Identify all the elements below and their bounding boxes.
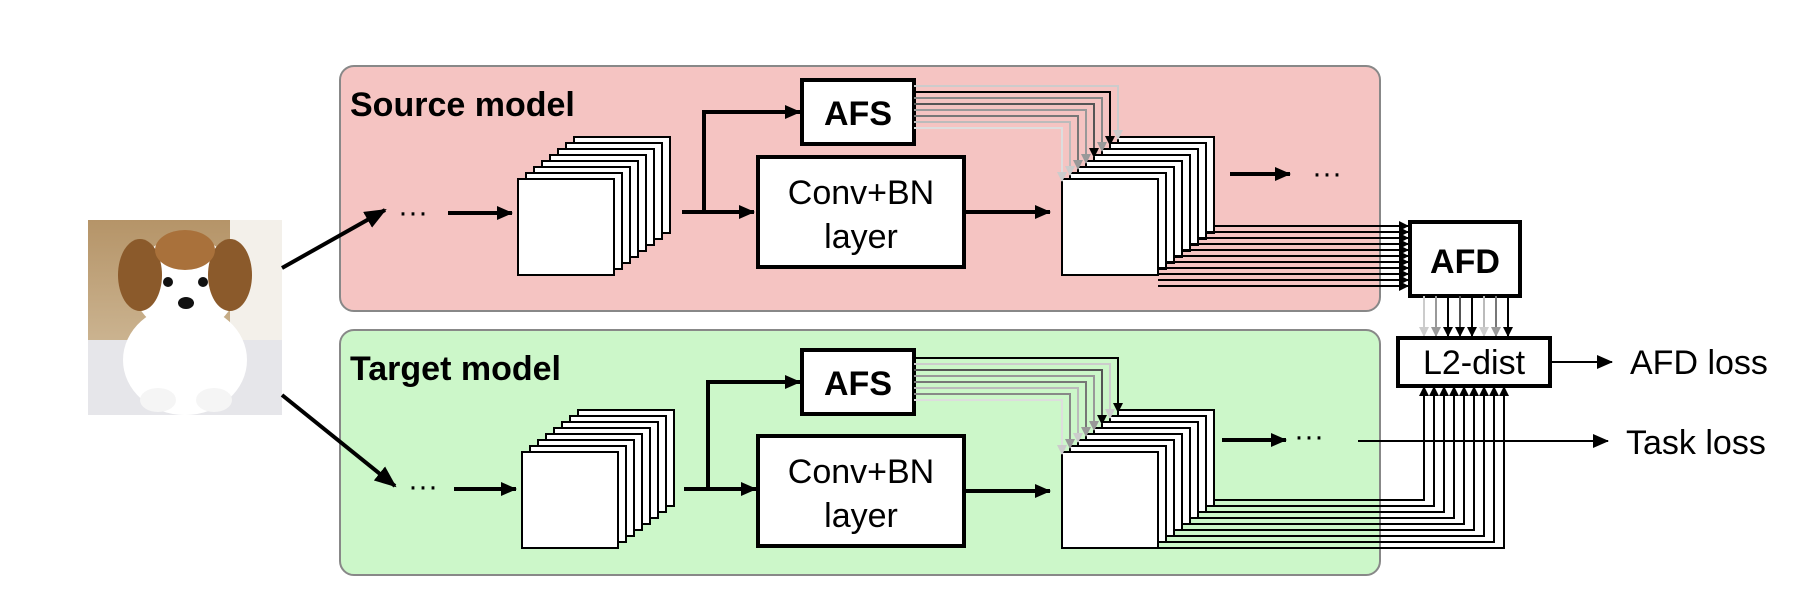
source-afs-label: AFS <box>824 95 892 133</box>
source-to-afd-arrows <box>1158 221 1409 291</box>
source-feature-stack-2 <box>1061 136 1215 276</box>
target-ellipsis-out: ··· <box>1294 420 1324 453</box>
target-feature-stack-1 <box>521 409 675 549</box>
source-ellipsis-in: ··· <box>398 196 428 229</box>
source-model-title: Source model <box>350 86 575 124</box>
task-loss-label: Task loss <box>1626 424 1766 462</box>
target-model-title: Target model <box>350 350 561 388</box>
target-feature-stack-2 <box>1061 409 1215 549</box>
source-feature-stack-1 <box>517 136 671 276</box>
afd-box <box>1408 220 1522 298</box>
afd-loss-label: AFD loss <box>1630 344 1768 382</box>
afd-to-l2dist-arrows <box>1419 296 1513 337</box>
input-dog-image <box>88 220 282 415</box>
target-afs-box <box>800 348 916 416</box>
afd-label: AFD <box>1430 243 1500 281</box>
source-conv-line2: layer <box>824 218 898 256</box>
target-to-l2dist-arrows <box>1158 386 1509 549</box>
source-afs-box <box>800 78 916 146</box>
target-afs-attention-arrows <box>914 357 1123 455</box>
target-conv-line2: layer <box>824 497 898 535</box>
source-ellipsis-out: ··· <box>1312 157 1342 190</box>
l2dist-label: L2-dist <box>1423 344 1526 382</box>
source-afs-attention-arrows <box>914 85 1123 182</box>
target-afs-label: AFS <box>824 365 892 403</box>
target-ellipsis-in: ··· <box>408 470 438 503</box>
target-conv-line1: Conv+BN <box>788 453 934 491</box>
source-conv-line1: Conv+BN <box>788 174 934 212</box>
